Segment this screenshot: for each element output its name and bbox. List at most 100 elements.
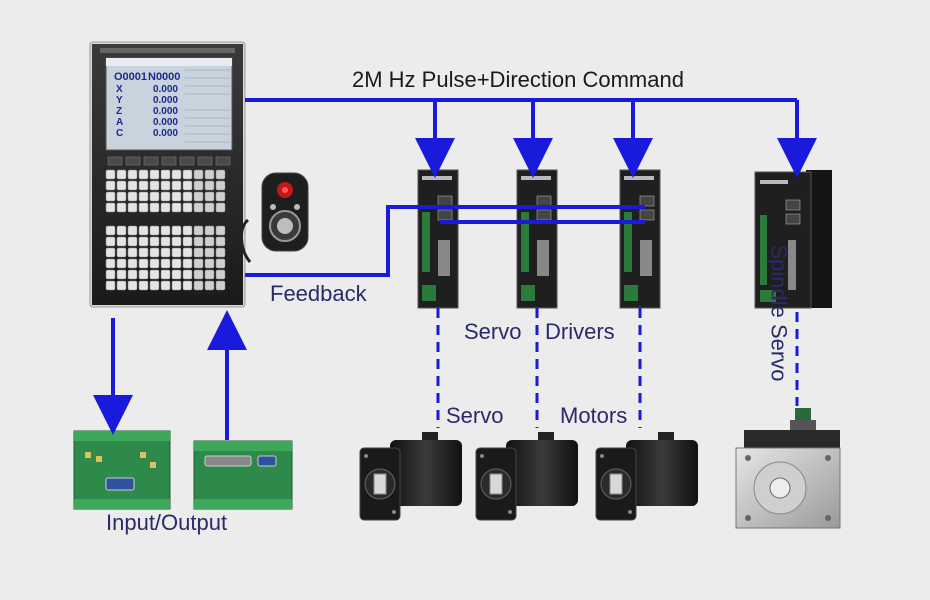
screen-program: O0001 (114, 71, 147, 83)
keypad-key (215, 225, 226, 236)
keypad-key (105, 191, 116, 202)
keypad-key (105, 225, 116, 236)
keypad-key (116, 269, 127, 280)
keypad-key (116, 225, 127, 236)
servo-motor-3 (595, 432, 698, 521)
input-output-label: Input/Output (106, 510, 228, 535)
keypad-key (215, 247, 226, 258)
keypad-key (193, 191, 204, 202)
keypad-key (204, 180, 215, 191)
keypad-key (171, 191, 182, 202)
keypad-key (116, 280, 127, 291)
servo-motors (359, 432, 698, 521)
keypad-key (215, 202, 226, 213)
keypad-key (138, 258, 149, 269)
keypad-key (171, 169, 182, 180)
keypad-key (204, 202, 215, 213)
keypad-key (182, 169, 193, 180)
keypad-key (171, 236, 182, 247)
motor-links (436, 308, 799, 428)
keypad-key (171, 180, 182, 191)
keypad-key (127, 180, 138, 191)
io-board-output (193, 440, 293, 510)
io-lines (93, 310, 247, 440)
keypad-key (193, 247, 204, 258)
spindle-servo-label: Spindle Servo (766, 244, 792, 382)
keypad-key (116, 191, 127, 202)
servo-drivers-label-servo: Servo (464, 319, 522, 344)
screen-axis-label: C (116, 128, 123, 139)
keypad-key (116, 180, 127, 191)
keypad-key (215, 191, 226, 202)
feedback-lines (245, 205, 645, 277)
keypad-key (127, 191, 138, 202)
keypad-key (138, 280, 149, 291)
keypad-key (182, 202, 193, 213)
keypad-key (138, 247, 149, 258)
servo-driver-3 (619, 169, 661, 309)
keypad-key (193, 202, 204, 213)
spindle-motor (735, 408, 841, 529)
keypad-key (127, 236, 138, 247)
keypad-key (138, 269, 149, 280)
keypad-key (105, 258, 116, 269)
servo-motors-label-motors: Motors (560, 403, 628, 428)
keypad-key (215, 236, 226, 247)
keypad-key (193, 180, 204, 191)
keypad-key (204, 169, 215, 180)
keypad-key (182, 269, 193, 280)
keypad-key (116, 258, 127, 269)
keypad-key (204, 236, 215, 247)
keypad-key (171, 225, 182, 236)
keypad-key (204, 247, 215, 258)
keypad-key (105, 169, 116, 180)
keypad-key (160, 202, 171, 213)
keypad-key (138, 180, 149, 191)
keypad-key (116, 202, 127, 213)
keypad-key (105, 269, 116, 280)
keypad-key (193, 269, 204, 280)
servo-motors-label-servo: Servo (446, 403, 504, 428)
servo-drivers (417, 169, 661, 309)
keypad-key (149, 247, 160, 258)
keypad-key (215, 258, 226, 269)
keypad-key (215, 269, 226, 280)
keypad-key (182, 191, 193, 202)
screen-axis-value: 0.000 (153, 117, 178, 128)
screen-axis-value: 0.000 (153, 84, 178, 95)
keypad-key (149, 236, 160, 247)
keypad-key (149, 169, 160, 180)
keypad-key (149, 280, 160, 291)
keypad-key (138, 191, 149, 202)
keypad-key (204, 191, 215, 202)
keypad-key (182, 247, 193, 258)
keypad-key (127, 269, 138, 280)
keypad-key (204, 269, 215, 280)
screen-axis-label: A (116, 117, 123, 128)
keypad-key (138, 169, 149, 180)
keypad-key (193, 169, 204, 180)
keypad-key (160, 269, 171, 280)
keypad-key (149, 180, 160, 191)
keypad-key (116, 236, 127, 247)
keypad-key (160, 280, 171, 291)
servo-drivers-label-drivers: Drivers (545, 319, 615, 344)
keypad-key (138, 202, 149, 213)
keypad-key (105, 247, 116, 258)
keypad-key (149, 202, 160, 213)
keypad-key (193, 280, 204, 291)
keypad-key (160, 225, 171, 236)
screen-axis-value: 0.000 (153, 95, 178, 106)
keypad-key (182, 258, 193, 269)
screen-axis-label: Y (116, 95, 123, 106)
keypad-key (193, 258, 204, 269)
keypad-key (160, 247, 171, 258)
feedback-line (245, 205, 645, 277)
servo-driver-2 (516, 169, 558, 309)
command-lines (245, 98, 817, 178)
keypad-key (204, 280, 215, 291)
keypad-key (149, 269, 160, 280)
keypad-key (160, 258, 171, 269)
keypad-key (171, 280, 182, 291)
